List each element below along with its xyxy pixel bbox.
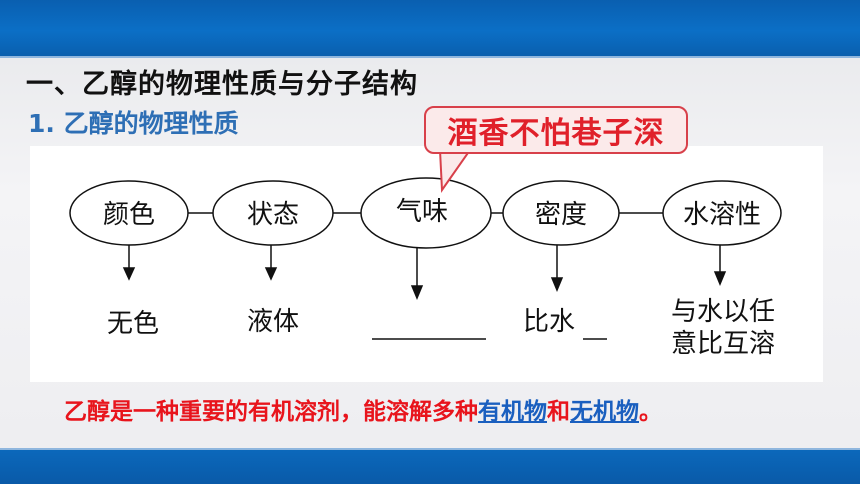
value-text: 与水以任	[671, 297, 775, 327]
value-text: 液体	[247, 307, 299, 337]
subsection-heading: 1. 乙醇的物理性质	[28, 109, 239, 138]
value-text: 意比互溶	[671, 329, 775, 359]
top-banner	[0, 0, 860, 58]
summary-joiner: 和	[547, 399, 570, 425]
arrow-down-icon	[713, 245, 727, 286]
node-solubility	[662, 180, 782, 246]
value-text: 无色	[107, 309, 159, 339]
bottom-banner	[0, 448, 860, 484]
node-state	[212, 180, 334, 246]
callout-bubble: 酒香不怕巷子深	[424, 106, 688, 154]
summary-sentence: 乙醇是一种重要的有机溶剂，能溶解多种有机物和无机物。	[64, 392, 662, 426]
arrow-down-icon	[264, 245, 278, 281]
node-label: 密度	[535, 200, 587, 230]
properties-diagram: 颜色 状态 气味 密度 水溶性 无色 液体 比水 与	[69, 177, 782, 359]
answer-term: 有机物	[478, 399, 547, 425]
arrow-down-icon	[550, 245, 564, 292]
node-label: 颜色	[103, 200, 155, 230]
properties-diagram-panel: 颜色 状态 气味 密度 水溶性 无色 液体 比水 与	[30, 146, 823, 382]
summary-end: 。	[639, 399, 662, 425]
node-density	[502, 180, 620, 246]
node-label: 水溶性	[683, 200, 761, 230]
arrow-down-icon	[122, 245, 136, 281]
section-heading: 一、乙醇的物理性质与分子结构	[26, 69, 418, 100]
summary-text: 乙醇是一种重要的有机溶剂，能溶解多种	[64, 399, 478, 425]
arrow-down-icon	[410, 248, 424, 300]
answer-term: 无机物	[570, 399, 639, 425]
node-label: 状态	[247, 200, 299, 230]
value-text: 比水	[523, 307, 575, 337]
node-label: 气味	[396, 197, 448, 227]
callout-pointer	[438, 150, 472, 193]
node-odor	[360, 177, 492, 249]
